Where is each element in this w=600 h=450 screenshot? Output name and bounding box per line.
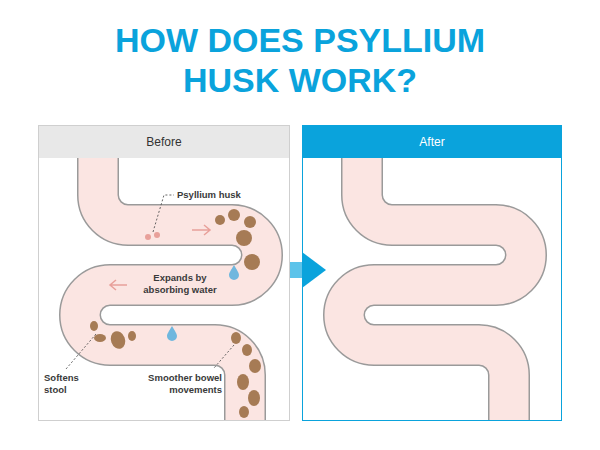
panel-header: Before [39, 126, 289, 158]
intestine-outline [344, 150, 526, 420]
stool-piece [215, 215, 225, 225]
water-drop [229, 265, 239, 280]
stool-piece [242, 344, 252, 356]
intestine-lumen [344, 150, 526, 420]
intestine-after [344, 150, 526, 420]
stool [90, 209, 261, 418]
panel: After [302, 125, 562, 421]
callout-label: Psyllium husk [177, 189, 267, 201]
callout-label: Softens stool [44, 372, 96, 396]
transition-arrow [290, 262, 302, 278]
stool-piece [128, 331, 136, 341]
leader-line [153, 195, 174, 232]
psyllium-dot [145, 234, 151, 240]
leader-line [214, 345, 234, 368]
psyllium-dot [154, 232, 160, 238]
leader-line [66, 334, 96, 369]
panel-header: After [303, 126, 561, 158]
stool-piece [228, 209, 240, 221]
stool-piece [90, 321, 98, 331]
leader-lines [66, 195, 234, 369]
stool-piece [244, 216, 256, 228]
water-drop [167, 326, 177, 341]
stool-piece [108, 329, 127, 351]
title: HOW DOES PSYLLIUM HUSK WORK? [95, 20, 505, 100]
title-block: HOW DOES PSYLLIUM HUSK WORK? [0, 20, 600, 100]
stool-piece [231, 332, 241, 344]
stool-piece [248, 390, 260, 406]
stool-piece [237, 374, 249, 390]
psyllium-dots [145, 232, 160, 240]
stool-piece [239, 406, 249, 418]
stool-piece [249, 359, 261, 373]
flow-arrow [192, 225, 210, 235]
callout-label: Expands by absorbing water [138, 272, 222, 296]
flow-arrow [110, 280, 127, 290]
callout-label: Smoother bowel movements [128, 372, 222, 396]
stool-piece [236, 230, 252, 246]
stool-piece [94, 334, 106, 342]
stool-piece [244, 254, 260, 270]
